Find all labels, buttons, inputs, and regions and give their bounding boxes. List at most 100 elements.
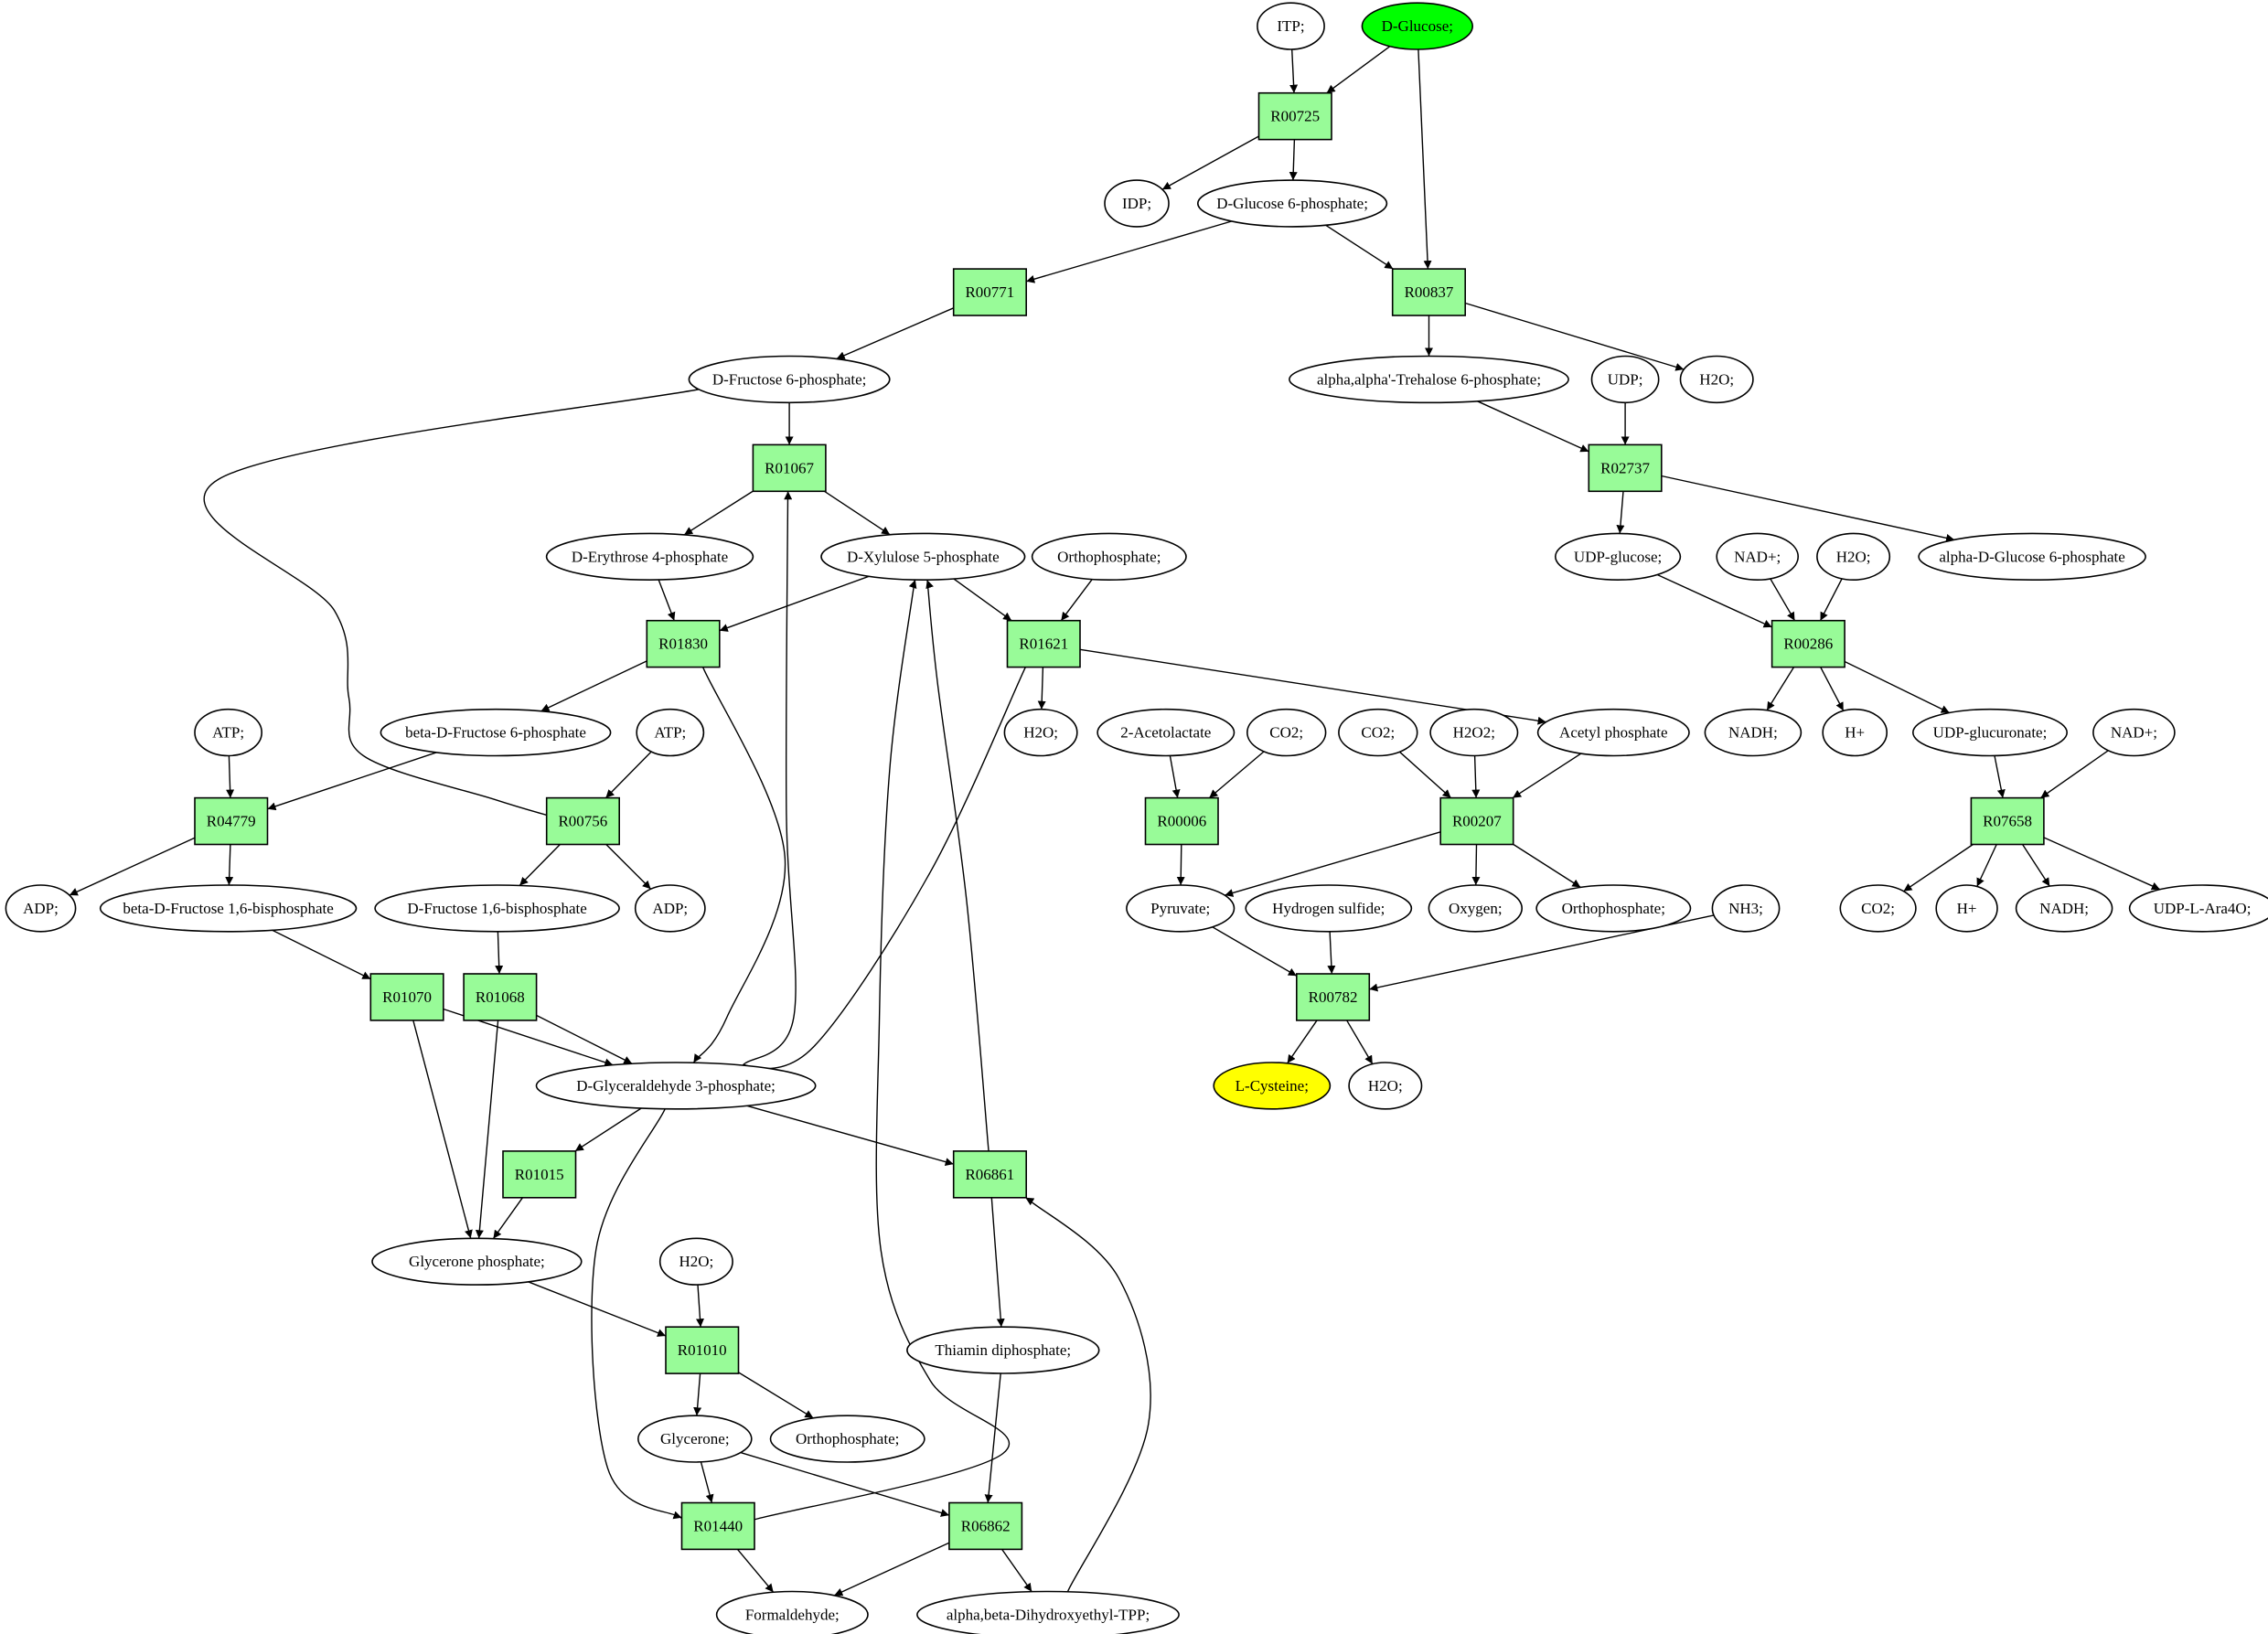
metabolite-node-x5p[interactable]: D-Xylulose 5-phosphate (820, 532, 1026, 581)
metabolite-node-bfbp[interactable]: beta-D-Fructose 1,6-bisphosphate (99, 884, 358, 933)
reaction-node-r06861[interactable]: R06861 (952, 1150, 1027, 1199)
metabolite-node-atp-b[interactable]: ATP; (636, 708, 705, 757)
reaction-box (1144, 796, 1219, 846)
metabolite-ellipse (1935, 884, 1998, 933)
metabolite-node-dglucose[interactable]: D-Glucose; (1361, 2, 1474, 50)
reaction-node-r01070[interactable]: R01070 (369, 973, 444, 1021)
edge-fbp-to-r01068 (495, 931, 504, 975)
metabolite-node-h2o-a[interactable]: H2O; (1679, 355, 1754, 404)
metabolite-ellipse (1590, 355, 1660, 404)
metabolite-node-gap[interactable]: D-Glyceraldehyde 3-phosphate; (535, 1062, 817, 1110)
reaction-node-r01830[interactable]: R01830 (646, 619, 721, 668)
metabolite-node-oxy[interactable]: Oxygen; (1428, 884, 1524, 933)
metabolite-node-nadh-b[interactable]: NADH; (2015, 884, 2113, 933)
metabolite-node-h2o-c[interactable]: H2O; (1003, 708, 1078, 757)
metabolite-node-co2-a[interactable]: CO2; (1246, 708, 1327, 757)
metabolite-node-co2-b[interactable]: CO2; (1338, 708, 1418, 757)
metabolite-node-acl[interactable]: 2-Acetolactate (1097, 708, 1236, 757)
edges-layer (69, 46, 2161, 1604)
reaction-label: R00782 (1309, 988, 1358, 1006)
metabolite-node-pi-b[interactable]: Orthophosphate; (1535, 884, 1692, 933)
reaction-node-r00756[interactable]: R00756 (545, 796, 621, 846)
reaction-node-r01621[interactable]: R01621 (1006, 619, 1081, 668)
metabolite-node-nad-b[interactable]: NAD+; (2092, 708, 2176, 757)
metabolite-node-acp[interactable]: Acetyl phosphate (1536, 708, 1690, 757)
metabolite-node-nad-a[interactable]: NAD+; (1716, 532, 1799, 581)
edge-acl-to-r00006 (1169, 755, 1181, 798)
metabolite-node-udp[interactable]: UDP; (1590, 355, 1660, 404)
metabolite-node-h2s[interactable]: Hydrogen sulfide; (1245, 884, 1413, 933)
metabolite-ellipse (1126, 884, 1236, 933)
reaction-node-r00006[interactable]: R00006 (1144, 796, 1219, 846)
metabolite-node-hplus-a[interactable]: H+ (1822, 708, 1888, 757)
metabolite-node-hcho[interactable]: Formaldehyde; (715, 1590, 869, 1634)
reaction-node-r00725[interactable]: R00725 (1257, 91, 1332, 141)
metabolite-ellipse (2015, 884, 2113, 933)
metabolite-node-t6p[interactable]: alpha,alpha'-Trehalose 6-phosphate; (1289, 355, 1569, 404)
metabolite-node-adp-a[interactable]: ADP; (5, 884, 77, 933)
edge-r00756-to-fbp (519, 844, 561, 886)
edge-r07658-to-hplus-b (1976, 844, 1997, 887)
reaction-node-r00782[interactable]: R00782 (1296, 973, 1371, 1021)
edge-nad-b-to-r07658 (2039, 750, 2109, 799)
metabolite-ellipse (1535, 884, 1692, 933)
reaction-node-r01067[interactable]: R01067 (752, 443, 827, 493)
metabolite-node-tpp[interactable]: Thiamin diphosphate; (906, 1326, 1100, 1374)
metabolite-label: UDP; (1608, 370, 1643, 388)
metabolite-node-cys[interactable]: L-Cysteine; (1213, 1062, 1332, 1110)
metabolite-node-g6p[interactable]: D-Glucose 6-phosphate; (1196, 179, 1388, 228)
metabolite-node-bf6p[interactable]: beta-D-Fructose 6-phosphate (380, 708, 612, 757)
metabolite-node-e4p[interactable]: D-Erythrose 4-phosphate (545, 532, 754, 581)
reaction-node-r02737[interactable]: R02737 (1588, 443, 1663, 493)
metabolite-node-f6p[interactable]: D-Fructose 6-phosphate; (688, 355, 891, 404)
reaction-node-r06862[interactable]: R06862 (948, 1501, 1023, 1551)
metabolite-node-glycerone[interactable]: Glycerone; (637, 1415, 753, 1463)
reaction-node-r01440[interactable]: R01440 (680, 1501, 755, 1551)
edge-pi-a-to-r01621 (1060, 579, 1093, 622)
metabolite-node-nh3[interactable]: NH3; (1711, 884, 1781, 933)
reaction-node-r04779[interactable]: R04779 (194, 796, 269, 846)
reaction-node-r00286[interactable]: R00286 (1771, 619, 1845, 668)
metabolite-node-h2o2[interactable]: H2O2; (1429, 708, 1519, 757)
metabolite-node-udpglc[interactable]: UDP-glucose; (1554, 532, 1682, 581)
metabolite-node-udpara[interactable]: UDP-L-Ara4O; (2128, 884, 2268, 933)
metabolite-node-pi-c[interactable]: Orthophosphate; (769, 1415, 925, 1463)
reaction-node-r00837[interactable]: R00837 (1391, 268, 1466, 316)
metabolite-label: ADP; (23, 900, 59, 917)
reaction-node-r07658[interactable]: R07658 (1970, 796, 2045, 846)
metabolite-node-adp-b[interactable]: ADP; (634, 884, 706, 933)
metabolite-node-h2o-e[interactable]: H2O; (658, 1237, 733, 1286)
metabolite-node-co2-c[interactable]: CO2; (1839, 884, 1917, 933)
reaction-box (680, 1501, 755, 1551)
metabolite-label: UDP-glucose; (1574, 548, 1662, 565)
metabolite-label: NAD+; (2111, 724, 2157, 742)
metabolite-node-hplus-b[interactable]: H+ (1935, 884, 1998, 933)
reaction-box (952, 1150, 1027, 1199)
metabolite-node-h2o-d[interactable]: H2O; (1348, 1062, 1423, 1110)
metabolite-ellipse (380, 708, 612, 757)
edge-r07658-to-nadh-b (2022, 844, 2050, 887)
reaction-node-r00771[interactable]: R00771 (952, 268, 1027, 316)
metabolite-ellipse (1097, 708, 1236, 757)
metabolite-ellipse (916, 1590, 1180, 1634)
metabolite-node-nadh-a[interactable]: NADH; (1704, 708, 1803, 757)
metabolite-node-ag6p[interactable]: alpha-D-Glucose 6-phosphate (1918, 532, 2146, 581)
metabolite-node-pi-a[interactable]: Orthophosphate; (1031, 532, 1187, 581)
metabolite-node-udpglca[interactable]: UDP-glucuronate; (1912, 708, 2069, 757)
edge-r06861-to-tpp (990, 1197, 1005, 1328)
metabolite-node-fbp[interactable]: D-Fructose 1,6-bisphosphate (374, 884, 620, 933)
metabolite-node-dhetpp[interactable]: alpha,beta-Dihydroxyethyl-TPP; (916, 1590, 1180, 1634)
reaction-node-r00207[interactable]: R00207 (1439, 796, 1514, 846)
metabolite-ellipse (374, 884, 620, 933)
reaction-node-r01068[interactable]: R01068 (463, 973, 538, 1021)
metabolite-node-itp[interactable]: ITP; (1257, 2, 1325, 50)
metabolite-node-dhap[interactable]: Glycerone phosphate; (371, 1237, 583, 1286)
reaction-node-r01010[interactable]: R01010 (665, 1326, 740, 1374)
metabolite-label: H+ (1845, 724, 1865, 742)
metabolite-node-idp[interactable]: IDP; (1104, 179, 1170, 228)
metabolite-node-h2o-b[interactable]: H2O; (1816, 532, 1891, 581)
metabolite-node-atp-a[interactable]: ATP; (194, 708, 262, 757)
reaction-node-r01015[interactable]: R01015 (502, 1150, 577, 1199)
edge-r06861-to-x5p (925, 572, 991, 1169)
metabolite-node-pyr[interactable]: Pyruvate; (1126, 884, 1236, 933)
